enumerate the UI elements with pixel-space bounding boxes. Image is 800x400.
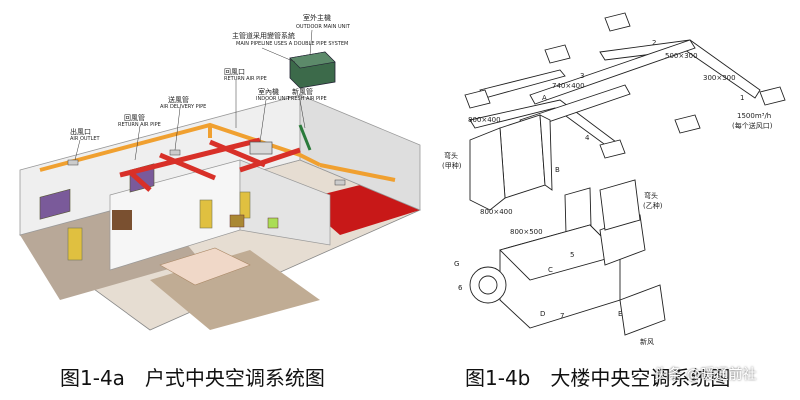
left-leader-lines [74,29,313,161]
label-fresh-air-pipe: 新風管 [292,87,313,96]
num-2: 2 [652,39,656,47]
dim-300x300: 300×300 [703,74,736,82]
air-outlet-2 [169,149,181,156]
label-delivery-pipe-en: AIR DELIVERY PIPE [160,104,206,110]
door-3 [239,191,251,219]
diffuser-3 [759,86,786,106]
label-outdoor-unit-en: OUTDOOR MAIN UNIT [296,24,351,30]
label-return-pipe-en: RETURN AIR PIPE [118,122,161,128]
air-outlet-1 [67,159,79,166]
anno-fresh-air: 新风 [640,337,654,346]
air-delivery-pipe-branch-4 [239,147,301,173]
watermark: 头条 @暖通前社 [654,367,757,383]
orange-outdoor-link [319,163,396,182]
duct-riser [499,114,546,199]
air-delivery-pipe-branch-3 [128,170,152,192]
num-4: 4 [585,134,590,142]
air-outlet-3 [334,179,346,186]
label-delivery-pipe: 送風管 [168,95,189,104]
diffuser-4 [464,89,491,109]
label-fresh-air-pipe-en: FRESH AIR PIPE [288,96,327,102]
label-outdoor-unit: 室外主機 [303,13,331,22]
left-labels: 室外主機 OUTDOOR MAIN UNIT 主管道采用變管系統 MAIN PI… [70,13,351,142]
dim-740x400: 740×400 [552,82,585,90]
num-7: 7 [560,312,564,320]
num-6: 6 [458,284,463,292]
back-wall-right [299,94,421,211]
diffuser-2 [604,12,631,32]
letter-e: E [618,310,622,318]
elbow-a [469,127,506,211]
house-diagram [19,29,422,331]
label-return-air-outlet-en: RETURN AIR PIPE [224,76,267,82]
label-air-outlet: 出風口 [70,127,91,136]
door-1 [67,227,83,261]
duct-top-main [529,39,696,105]
painting-2 [267,217,279,229]
indoor-unit [249,141,273,155]
fresh-air-intake [619,284,666,336]
anno-elbow-b: 弯头 [644,191,658,200]
anno-elbow-b-sub: (乙种) [643,201,663,210]
label-main-pipeline-en: MAIN PIPELINE USES A DOUBLE PIPE SYSTEM [236,41,348,47]
dim-800x500: 800×500 [510,228,543,236]
dim-500x300: 500×300 [665,52,698,60]
label-air-outlet-en: AIR OUTLET [70,136,101,142]
outdoor-unit-top [289,51,336,69]
letter-b: B [555,166,560,174]
label-return-pipe: 回風管 [124,113,145,122]
bed [159,247,251,286]
dim-airflow: 1500m³/h [737,112,771,120]
label-return-air-outlet: 回風口 [224,68,245,76]
anno-elbow-a-sub: (甲种) [442,161,462,170]
elbow-b [599,179,641,231]
num-3: 3 [580,72,584,80]
dim-800x400-mid: 800×400 [480,208,513,216]
letter-a: A [542,94,547,102]
letter-d: D [540,310,545,318]
right-labels: 500×300 300×300 740×400 800×400 800×400 … [442,39,773,346]
letter-c: C [548,266,553,274]
num-1: 1 [740,94,744,102]
dim-800x400-top: 800×400 [468,116,501,124]
label-main-pipeline: 主管道采用變管系統 [232,31,295,40]
tv-cabinet [112,210,132,230]
caption-right: 图1-4b 大楼中央空调系统图 [465,366,731,390]
caption-left: 图1-4a 户式中央空调系统图 [60,366,325,390]
duct-riser-side [539,114,553,191]
diffuser-1 [544,44,571,64]
label-indoor-unit: 室內機 [258,87,279,96]
diffuser-6 [599,139,626,159]
fresh-air-pipe [298,124,312,151]
air-delivery-pipe-branch-1 [159,152,216,181]
air-delivery-pipe-branch-2 [209,139,266,168]
dim-airflow-note: (每个送风口) [732,121,773,130]
door-2 [199,199,213,229]
air-delivery-pipe-main [119,137,261,178]
label-indoor-unit-en: INDOOR UNIT [256,96,291,102]
diffuser-5 [674,114,701,134]
anno-elbow-a: 弯头 [444,151,458,160]
letter-g: G [454,260,459,268]
painting-1 [229,214,245,228]
ahu-fan-inner [478,275,498,295]
window-1 [39,188,71,220]
building-duct-diagram [464,12,786,336]
num-5: 5 [570,251,574,259]
